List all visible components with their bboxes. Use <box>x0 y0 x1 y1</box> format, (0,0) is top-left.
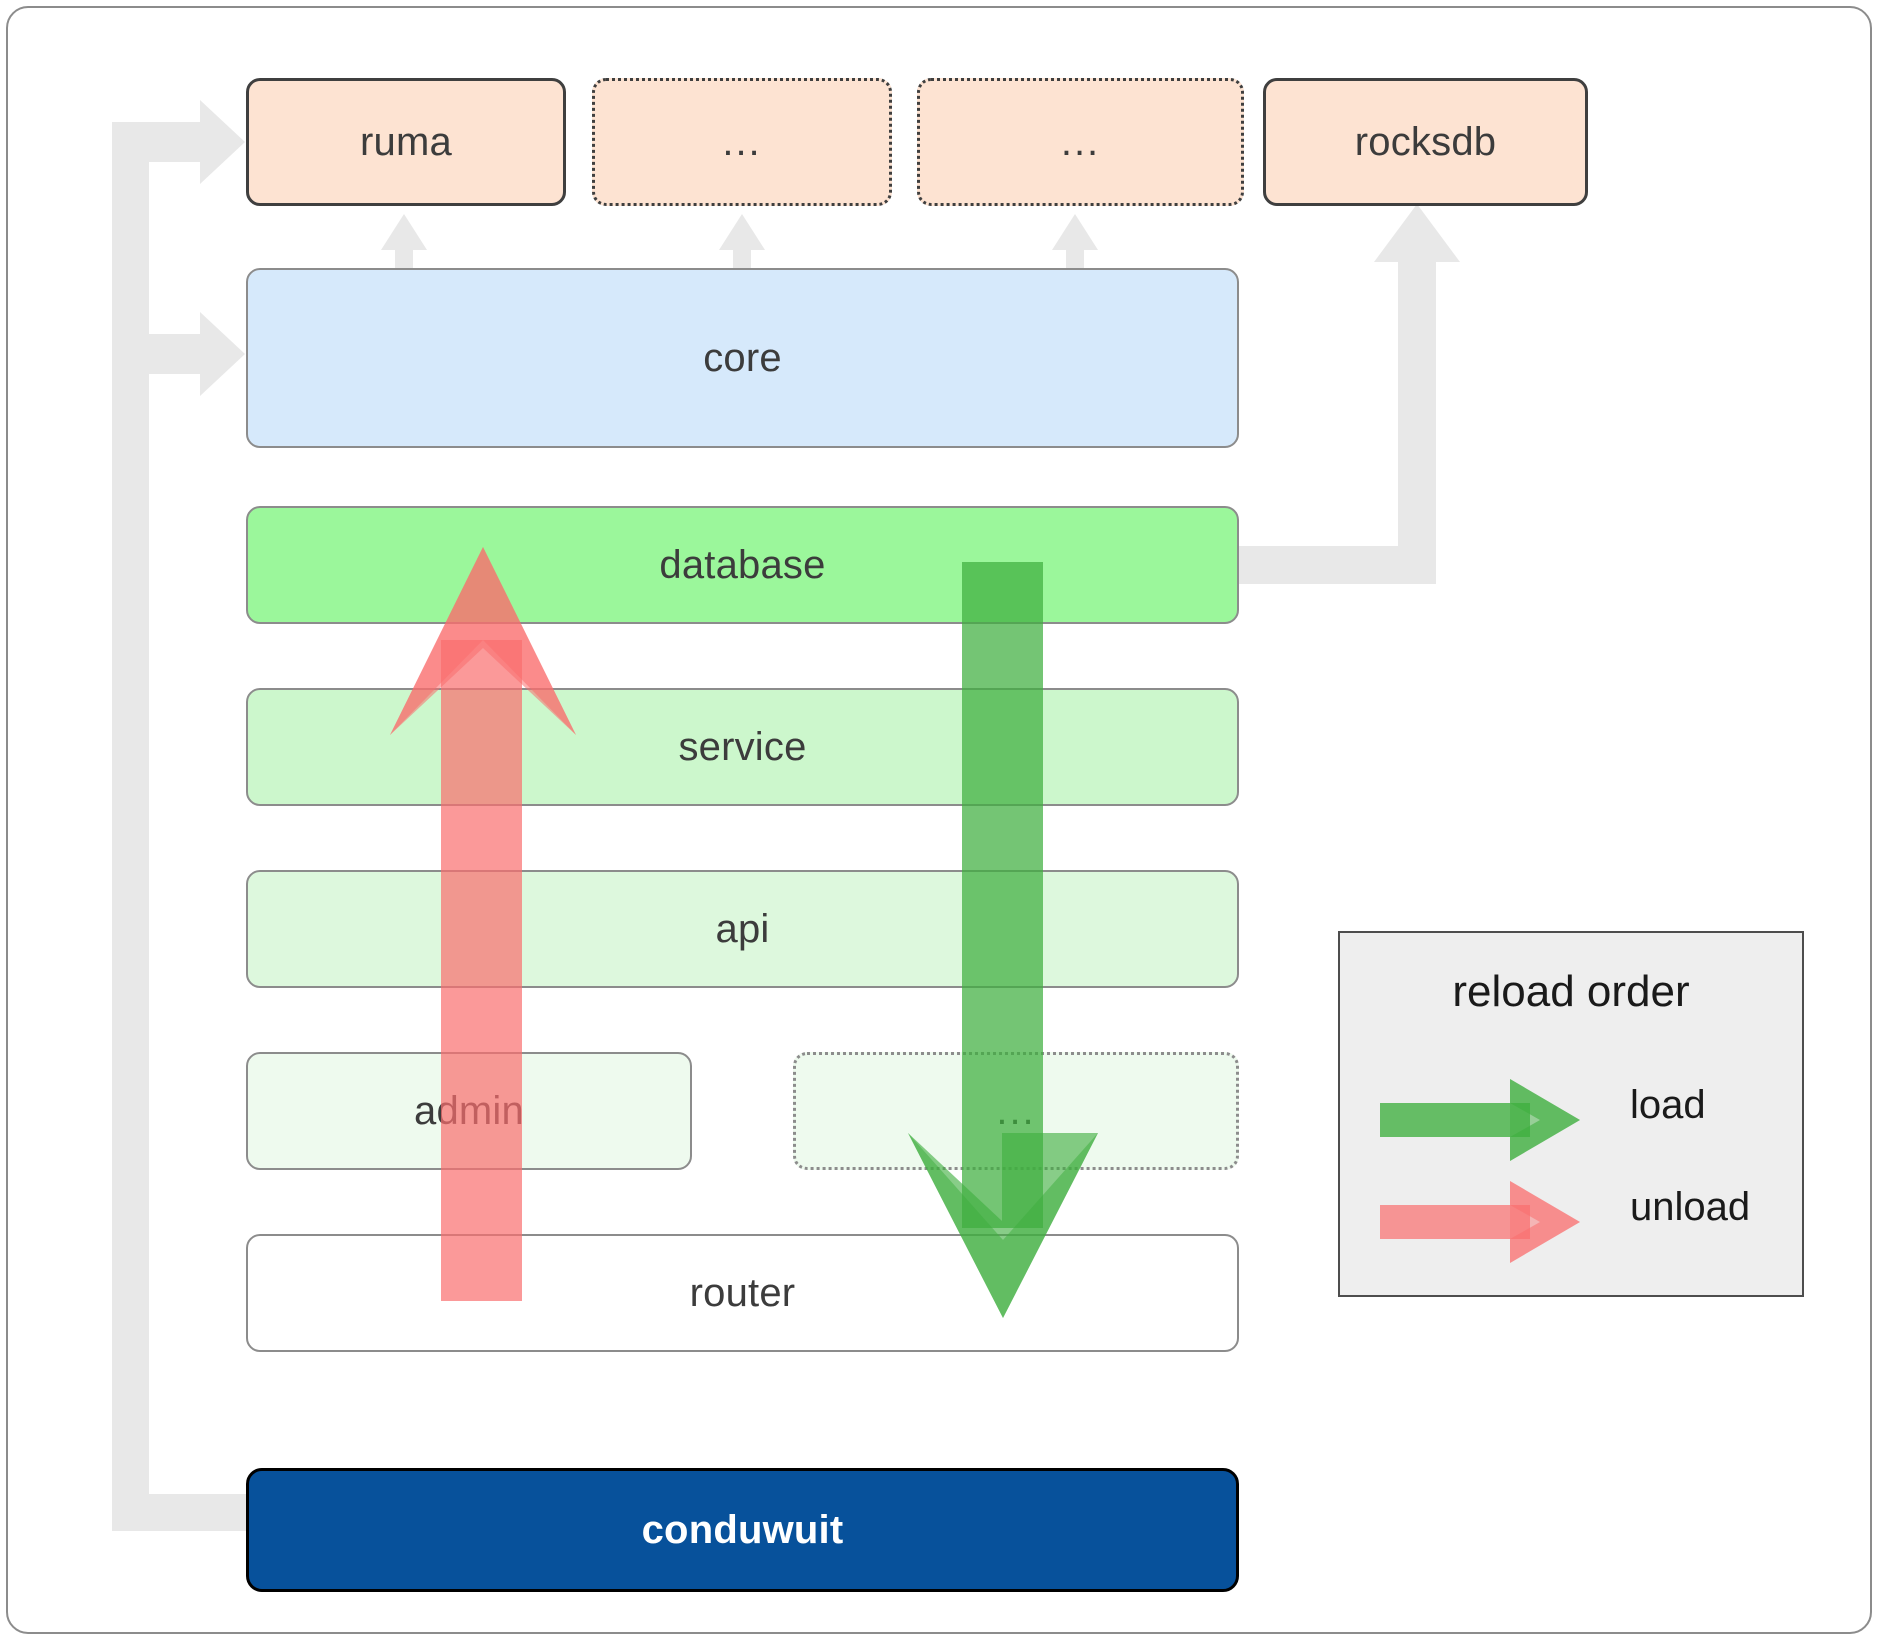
layer-label: admin <box>414 1088 524 1133</box>
application-box-conduwuit[interactable]: conduwuit <box>246 1468 1239 1592</box>
application-label: conduwuit <box>641 1507 844 1552</box>
dependency-box-placeholder-1[interactable]: ... <box>592 78 892 206</box>
layer-box-admin[interactable]: admin <box>246 1052 692 1170</box>
layer-box-api[interactable]: api <box>246 870 1239 988</box>
layer-label: router <box>689 1270 796 1315</box>
legend-panel: reload order load unload <box>1338 931 1804 1297</box>
layer-box-router[interactable]: router <box>246 1234 1239 1352</box>
core-box[interactable]: core <box>246 268 1239 448</box>
legend-item-load: load <box>1340 1075 1802 1165</box>
legend-title: reload order <box>1452 967 1690 1016</box>
legend-load-arrow-icon <box>1380 1079 1580 1161</box>
layer-box-service[interactable]: service <box>246 688 1239 806</box>
dependency-label: ... <box>722 119 762 164</box>
core-label: core <box>703 335 782 380</box>
dependency-box-placeholder-2[interactable]: ... <box>917 78 1244 206</box>
layer-label: api <box>715 906 770 951</box>
dependency-label: ruma <box>360 119 452 164</box>
layer-box-database[interactable]: database <box>246 506 1239 624</box>
legend-unload-label: unload <box>1630 1185 1751 1229</box>
dependency-box-ruma[interactable]: ruma <box>246 78 566 206</box>
legend-unload-arrow-icon <box>1380 1181 1580 1263</box>
dependency-label: rocksdb <box>1354 119 1497 164</box>
diagram-frame <box>6 6 1872 1634</box>
dependency-label: ... <box>1060 119 1101 164</box>
legend-load-label: load <box>1630 1083 1706 1127</box>
legend-item-unload: unload <box>1340 1177 1802 1267</box>
layer-label: database <box>659 542 826 587</box>
dependency-box-rocksdb[interactable]: rocksdb <box>1263 78 1588 206</box>
layer-box-placeholder[interactable]: ... <box>793 1052 1239 1170</box>
layer-label: ... <box>996 1088 1036 1133</box>
layer-label: service <box>678 724 807 769</box>
